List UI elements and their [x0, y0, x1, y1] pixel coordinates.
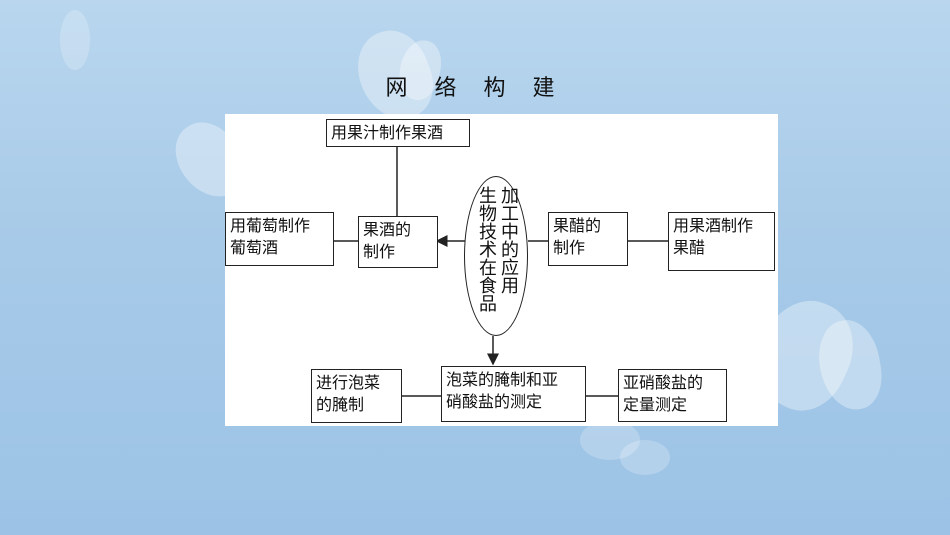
node-pickle-nitrite: 泡菜的腌制和亚 硝酸盐的测定 [441, 366, 586, 422]
page-title: 网 络 构 建 [385, 76, 565, 101]
node-nitrite-measure: 亚硝酸盐的 定量测定 [618, 369, 727, 422]
node-wine-making: 果酒的 制作 [358, 216, 438, 268]
node-juice-to-wine: 用果汁制作果酒 [326, 119, 470, 147]
center-text-col1: 加工中的应用 [498, 186, 519, 294]
center-oval [464, 176, 528, 336]
center-text-col2: 生物技术在食品 [476, 186, 497, 312]
node-grape-wine: 用葡萄制作 葡萄酒 [225, 212, 334, 266]
node-vinegar-making: 果醋的 制作 [548, 212, 628, 266]
node-wine-to-vinegar: 用果酒制作 果醋 [668, 212, 775, 271]
connector-lines [333, 147, 668, 397]
node-pickle-process: 进行泡菜 的腌制 [311, 369, 402, 423]
concept-map-panel: 用果汁制作果酒 用葡萄制作 葡萄酒 果酒的 制作 加工中的应用 生物技术在食品 … [225, 114, 778, 426]
